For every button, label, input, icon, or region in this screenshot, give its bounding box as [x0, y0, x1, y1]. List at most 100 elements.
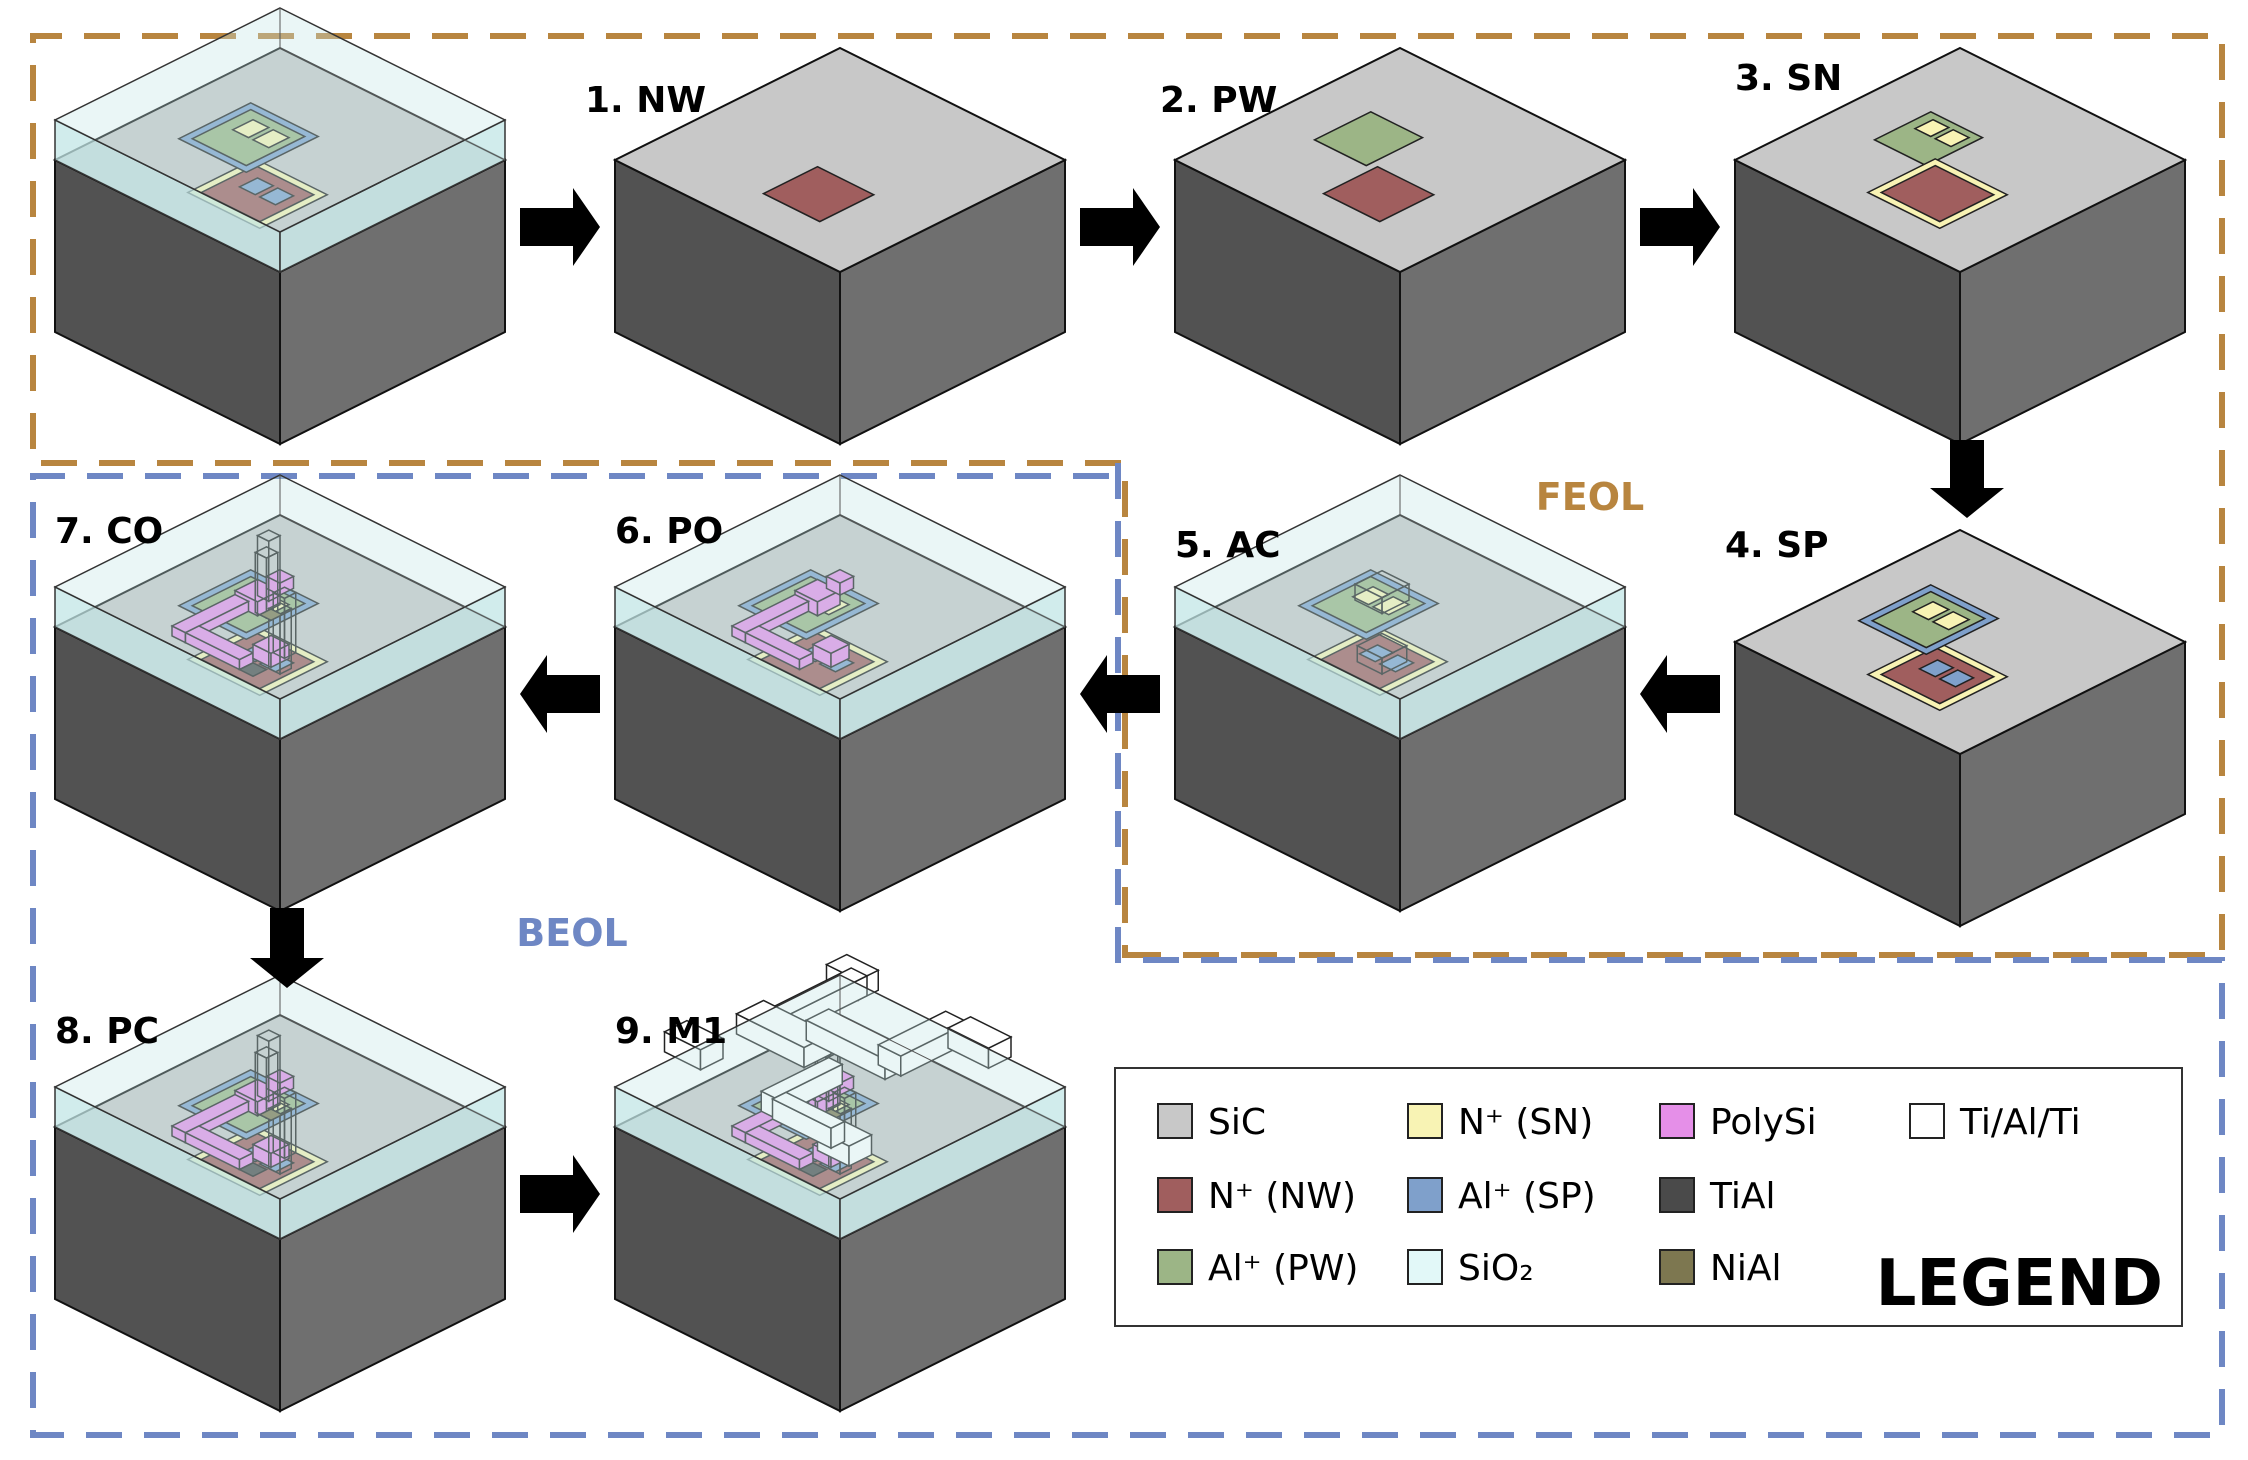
process-step-3	[1732, 46, 2188, 446]
legend-swatch	[1659, 1103, 1695, 1139]
legend-swatch	[1407, 1249, 1443, 1285]
contact-via-top-face	[271, 586, 298, 600]
sic-substrate-top-face	[1172, 46, 1628, 274]
sp-contact-region	[1378, 654, 1416, 673]
polysilicon-runner-top-face	[183, 625, 255, 661]
legend-swatch	[1407, 1177, 1443, 1213]
legend-item: N⁺ (NW)	[1157, 1176, 1356, 1217]
process-step-4	[1732, 528, 2188, 928]
process-step-9	[612, 953, 1068, 1413]
legend-item: NiAl	[1659, 1248, 1782, 1289]
contact-via-top-face	[253, 546, 280, 559]
legend-title: LEGEND	[1876, 1247, 2163, 1321]
nw-well-inner	[1879, 164, 1996, 223]
polysilicon-runner	[183, 1125, 255, 1171]
legend-swatch	[1157, 1103, 1193, 1139]
legend-item: N⁺ (SN)	[1407, 1102, 1593, 1143]
arrow-right-icon	[1640, 188, 1720, 266]
active-area-outline-top-face	[1353, 569, 1411, 599]
legend-item: PolySi	[1659, 1102, 1817, 1143]
beol-label: BEOL	[516, 911, 627, 955]
legend-label: SiO₂	[1458, 1248, 1534, 1289]
polysilicon-gate-top-face	[811, 634, 851, 655]
legend-swatch	[1909, 1103, 1945, 1139]
process-step-5	[1172, 474, 1628, 913]
sic-substrate-top-face	[612, 46, 1068, 274]
polysilicon-runner	[743, 1125, 815, 1171]
polysilicon-runner-top-face	[183, 1125, 255, 1161]
contact-via-top-face	[255, 1029, 282, 1043]
metal1-line-top-face	[770, 1091, 847, 1129]
legend-swatch	[1659, 1249, 1695, 1285]
arrow-right-icon	[520, 1155, 600, 1233]
tial-contact	[237, 662, 269, 678]
sn-contact-region	[1911, 600, 1951, 621]
sp-contact-region	[258, 187, 296, 206]
legend-label: SiC	[1208, 1102, 1266, 1143]
sn-contact-region	[251, 128, 291, 149]
arrow-left-icon	[1640, 655, 1720, 733]
step-label-sn: 3. SN	[1735, 58, 1842, 99]
tial-contact	[237, 1162, 269, 1178]
beol-region-border	[30, 463, 2225, 1438]
legend-box	[1114, 1067, 2183, 1327]
process-step-1	[612, 46, 1068, 446]
legend-swatch	[1659, 1177, 1695, 1213]
process-step-8	[52, 974, 508, 1413]
legend-swatch	[1157, 1249, 1193, 1285]
step-label-ac: 5. AC	[1175, 525, 1281, 566]
sn-contact-region	[1351, 585, 1391, 606]
step-label-pw: 2. PW	[1160, 80, 1277, 121]
polysilicon-gate	[811, 634, 851, 669]
arrow-left-icon	[520, 655, 600, 733]
oxide-layer-top-face	[613, 974, 1067, 1200]
polysilicon-pad	[824, 568, 856, 597]
sic-substrate-top-face	[1732, 528, 2188, 756]
arrow-right-icon	[520, 188, 600, 266]
arrow-down-icon	[1930, 440, 2004, 518]
metal1-line	[770, 1091, 847, 1150]
legend-label: NiAl	[1710, 1248, 1782, 1289]
process-step-2	[1172, 46, 1628, 446]
polysilicon-runner	[743, 625, 815, 671]
legend-swatch	[1157, 1177, 1193, 1213]
legend-item: SiC	[1157, 1102, 1266, 1143]
sn-contact-region	[1913, 118, 1951, 138]
contact-via-top-face	[255, 529, 282, 543]
contact-via-top-face	[253, 1046, 280, 1059]
step-label-sp: 4. SP	[1725, 525, 1829, 566]
metal1-pad-top-face	[662, 1019, 725, 1051]
contact-via-top-face	[271, 1086, 298, 1100]
legend-swatch	[1407, 1103, 1443, 1139]
oxide-layer-top-face	[1173, 474, 1627, 700]
sn-contact-region	[231, 118, 271, 139]
step-label-nw: 1. NW	[585, 80, 706, 121]
nial-contact	[258, 608, 284, 622]
sp-contact-region	[1938, 669, 1976, 688]
polysilicon-runner	[183, 625, 255, 671]
polysilicon-runner-top-face	[743, 625, 815, 661]
sp-contact-region	[1917, 659, 1955, 678]
active-area-outline	[1355, 632, 1409, 676]
sn-contact-region	[1933, 128, 1971, 148]
step-label-co: 7. CO	[55, 511, 163, 552]
oxide-layer-edge	[839, 975, 1066, 1128]
process-steps	[52, 7, 2188, 1413]
feol-label: FEOL	[1536, 475, 1644, 519]
legend-item: SiO₂	[1407, 1248, 1534, 1289]
arrow-left-icon	[1080, 655, 1160, 733]
sp-contact-region	[237, 177, 275, 196]
arrow-down-icon	[250, 908, 324, 988]
polysilicon-runner-top-face	[743, 1125, 815, 1161]
legend-label: PolySi	[1710, 1102, 1817, 1143]
oxide-layer-edge	[279, 975, 506, 1128]
legend-label: Al⁺ (PW)	[1208, 1248, 1358, 1289]
pw-well	[1312, 111, 1425, 167]
nw-well	[761, 165, 876, 223]
legend-item: TiAl	[1659, 1176, 1776, 1217]
legend-label: TiAl	[1709, 1176, 1776, 1217]
